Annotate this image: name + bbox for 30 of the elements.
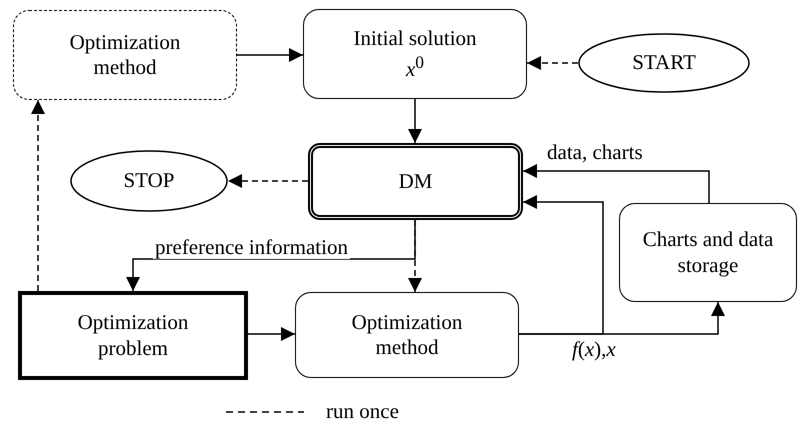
arrow [228,174,308,188]
arrow [31,100,45,291]
decision-maker-box [308,143,523,220]
node-label: START [632,50,696,76]
node-label: DM [398,168,432,194]
process-box [303,9,527,99]
edge-label: preference information [153,236,350,260]
math-symbol: x$^{0}$ [406,52,424,82]
arrow [248,327,295,341]
arrow [237,48,303,62]
arrow [408,99,422,143]
arrow [519,195,604,335]
legend-text: run once [326,400,399,424]
arrow [523,164,710,203]
process-box [295,292,519,378]
problem-box [18,291,248,380]
arrow [408,220,422,292]
process-box [13,10,237,100]
storage-box [619,203,797,302]
node-label: Charts and data storage [642,227,774,278]
node-label: Initial solution [353,26,477,52]
node-label: Optimization problem [76,310,190,361]
node-label: Optimization method [350,310,464,360]
node-label: Optimization method [68,30,182,80]
terminal-ellipse [70,150,228,212]
terminal-ellipse [578,33,750,93]
edge-label: data, charts [545,141,645,164]
edge-label: f(x),x [570,338,618,362]
node-label: STOP [124,168,174,194]
arrow [527,56,578,70]
